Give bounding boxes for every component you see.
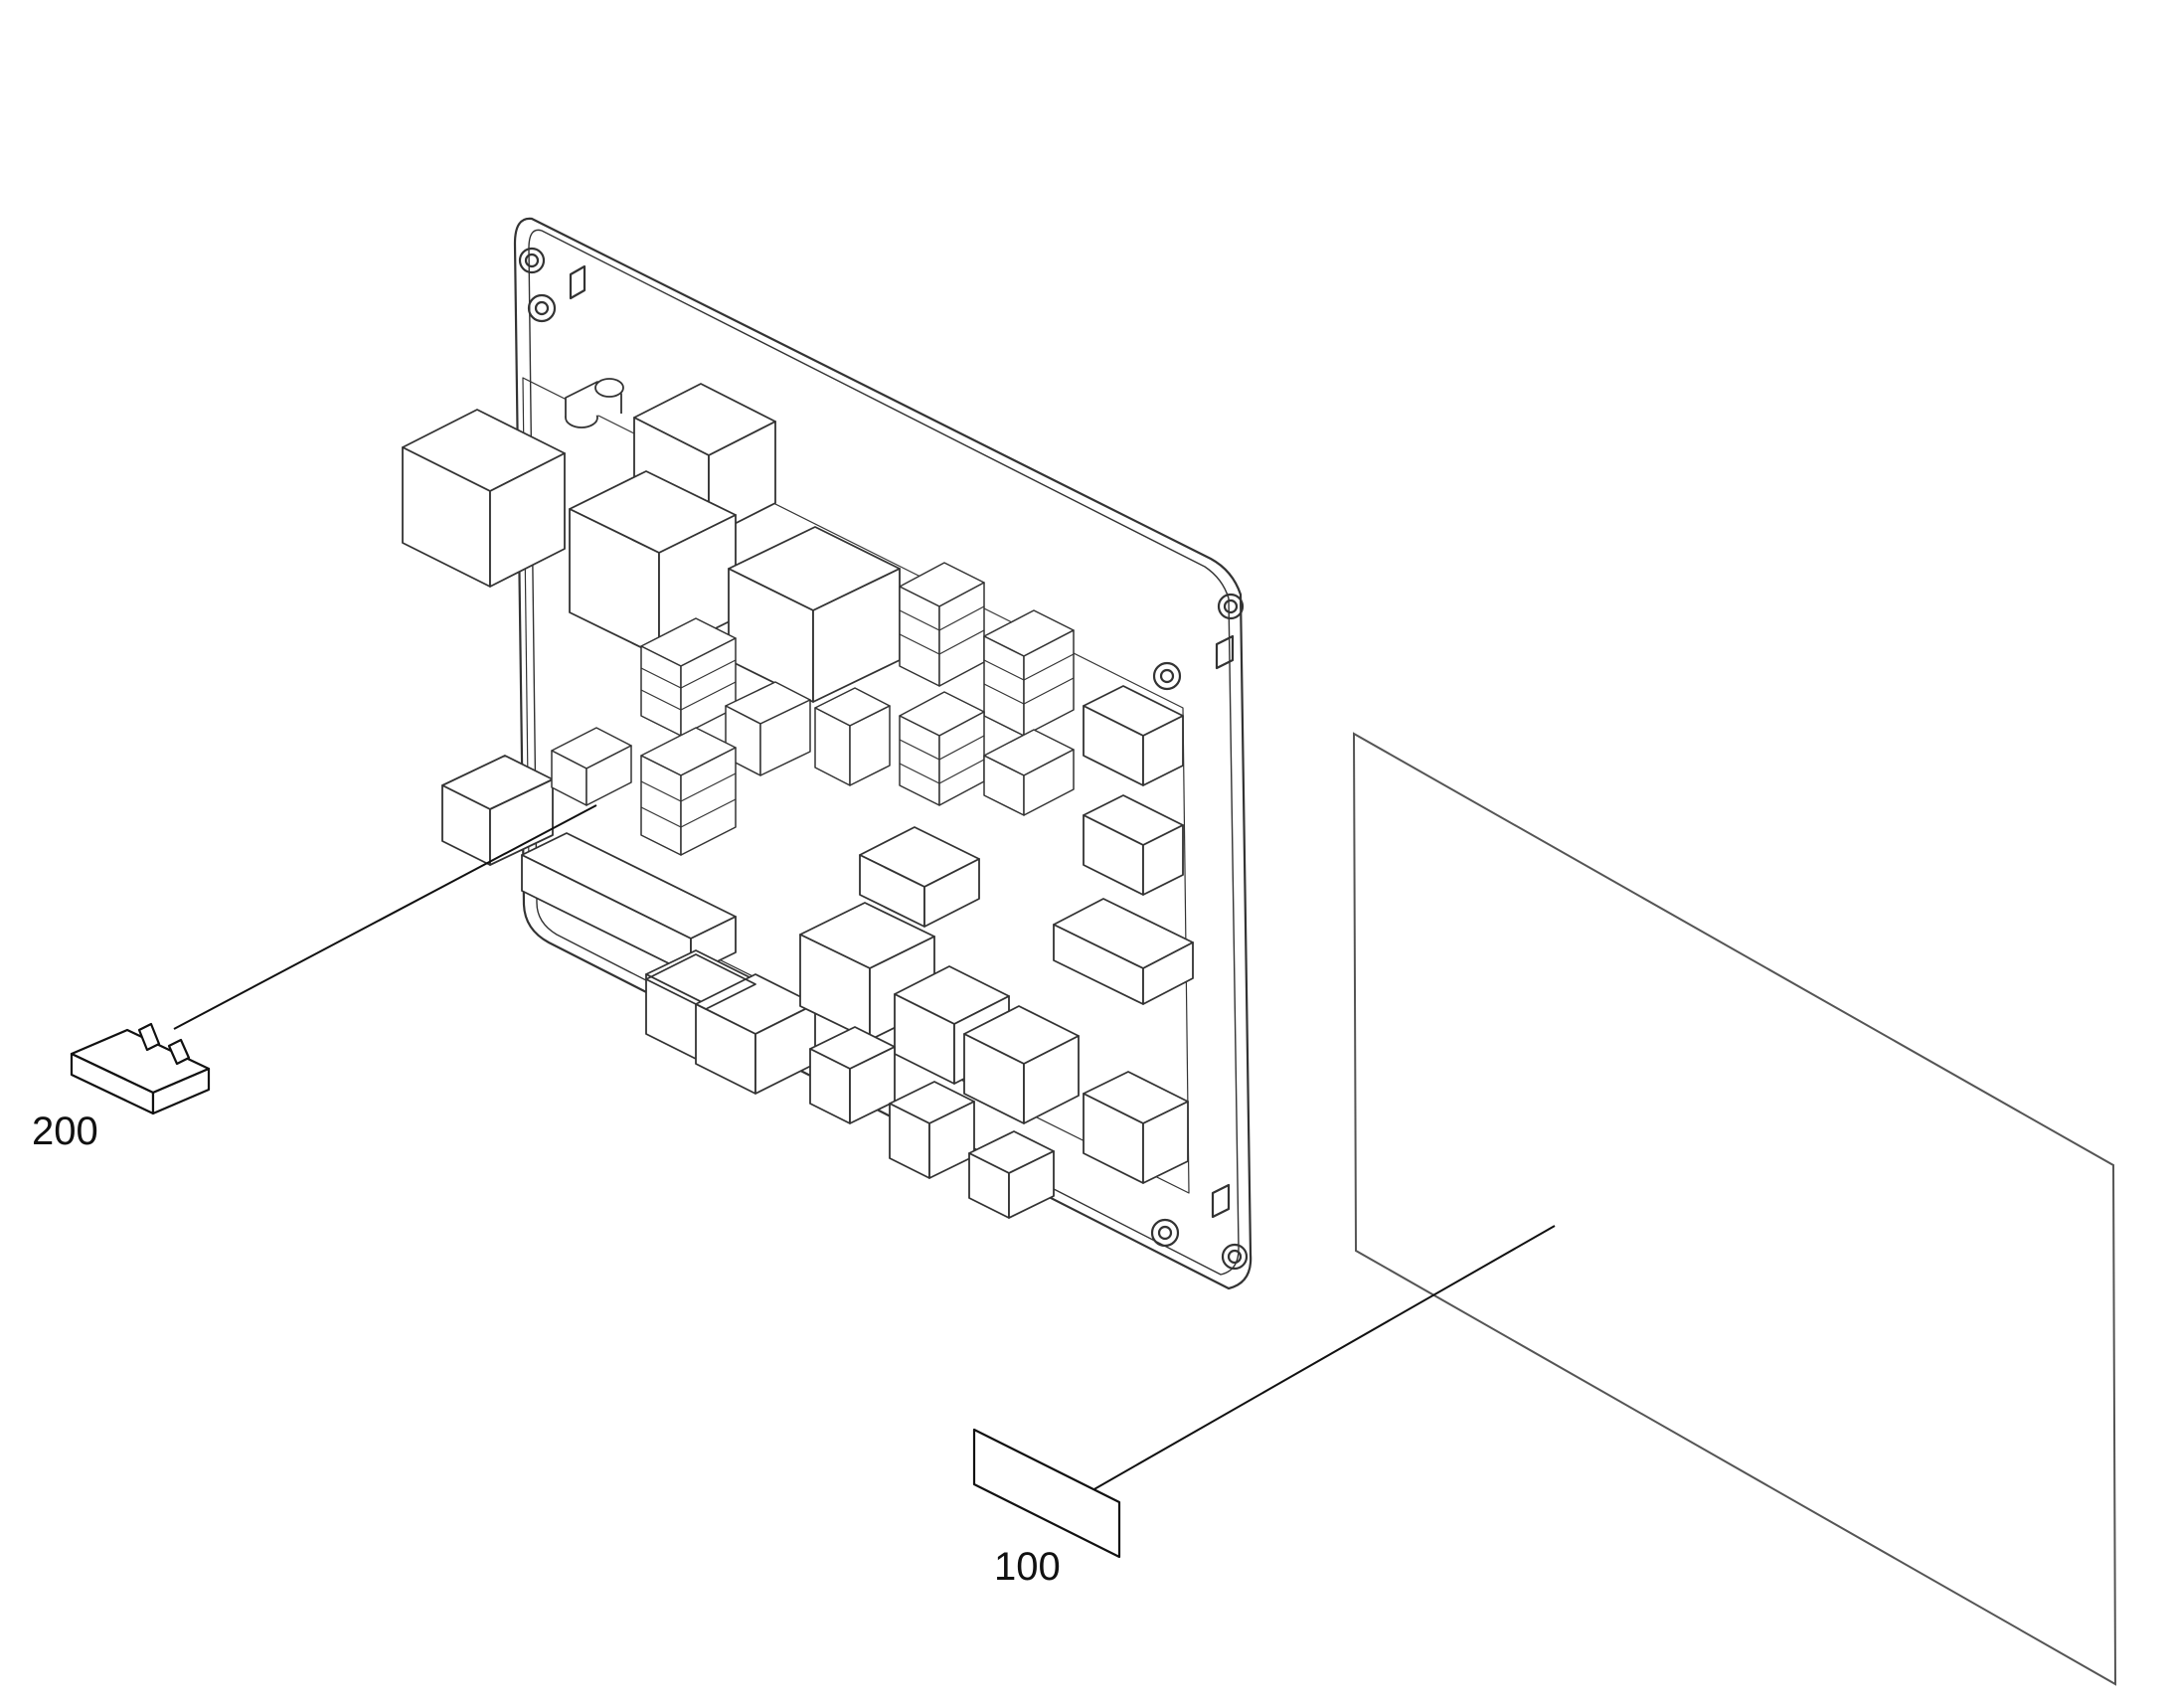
- relay-small-left: [441, 755, 554, 866]
- connector-4: [859, 826, 980, 928]
- connector-8: [1083, 1071, 1189, 1184]
- label-plate-100-drawing: [972, 1428, 1121, 1559]
- connector-bottom-left: [645, 953, 1055, 1219]
- relay-large-4: [728, 526, 901, 703]
- circuit-board: [402, 377, 1194, 1219]
- relay-large-1: [402, 409, 566, 588]
- connector-long: [521, 832, 737, 975]
- connector-6: [963, 1005, 1080, 1124]
- connector-right-2: [1083, 794, 1184, 896]
- fuse-stack-dividers: [640, 605, 1075, 828]
- connector-7: [1053, 898, 1194, 1005]
- connector-right-1: [1083, 685, 1184, 786]
- fuse-200-drawing: [70, 1022, 211, 1115]
- leader-line-200: [173, 804, 597, 1030]
- cover-sheet: [1352, 732, 2117, 1686]
- callout-label-200: 200: [32, 1110, 98, 1153]
- fuse-stacks: [551, 562, 1075, 856]
- mounting-plate: [513, 217, 1253, 1290]
- leader-line-100: [1085, 1225, 1556, 1495]
- capacitor: [565, 378, 624, 428]
- callout-label-100: 100: [994, 1545, 1061, 1589]
- relay-large-3: [569, 470, 737, 657]
